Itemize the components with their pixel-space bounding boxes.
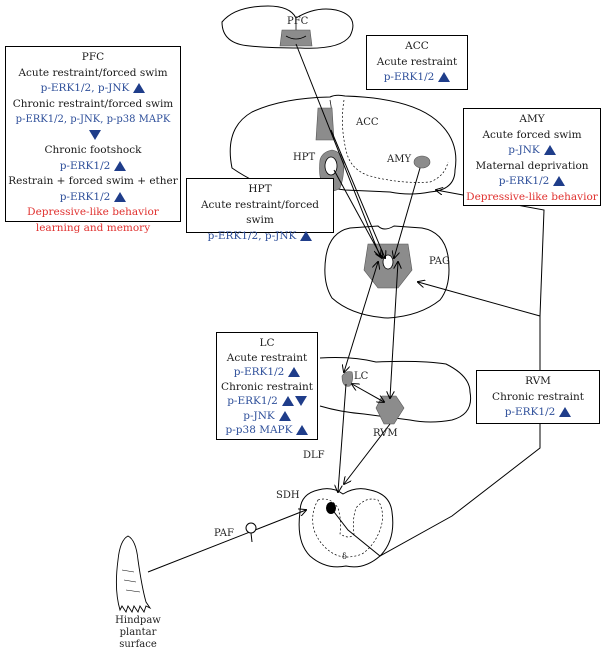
lc-box-marker: p-p38 MAPK — [219, 423, 315, 438]
acc-info-box: ACC Acute restraint p-ERK1/2 — [366, 35, 468, 90]
increase-triangle-icon — [296, 425, 309, 435]
label-hpt-region: HPT — [293, 152, 316, 163]
pfc-box-line: Restrain + forced swim + ether — [8, 175, 178, 187]
rvm-info-box: RVM Chronic restraint p-ERK1/2 — [476, 370, 600, 424]
label-dlf: DLF — [303, 450, 325, 461]
pfc-box-line: Acute restraint/forced swim — [18, 66, 168, 79]
label-amy-region: AMY — [387, 154, 412, 165]
pfc-box-title: PFC — [81, 51, 105, 63]
pfc-behavior-text: learning and memory — [35, 221, 151, 234]
label-delta: δ — [342, 552, 347, 561]
lc-box-title: LC — [259, 337, 275, 349]
amy-box-line: Acute forced swim — [482, 128, 582, 141]
label-lc-region: LC — [354, 371, 369, 382]
brainstem-section — [319, 357, 472, 425]
lc-box-marker: p-JNK — [219, 409, 315, 424]
brain-outline — [229, 94, 457, 195]
increase-triangle-icon — [553, 176, 566, 186]
connection-arrows — [295, 43, 545, 557]
decrease-triangle-icon — [89, 130, 101, 140]
pag-section — [324, 225, 450, 319]
lc-info-box: LC Acute restraint p-ERK1/2 Chronic rest… — [216, 332, 318, 440]
label-sdh: SDH — [276, 490, 300, 501]
hindpaw-illustration — [115, 535, 152, 614]
amy-box-marker: p-JNK — [466, 143, 598, 159]
pfc-box-line: Chronic restraint/forced swim — [12, 97, 174, 110]
increase-triangle-icon — [114, 160, 127, 171]
acc-box-marker: p-ERK1/2 — [369, 70, 465, 86]
pfc-section — [221, 5, 354, 49]
lc-box-line: Chronic restraint — [221, 380, 313, 393]
hpt-info-box: HPT Acute restraint/forced swim p-ERK1/2… — [186, 178, 334, 242]
increase-triangle-icon — [559, 407, 572, 417]
increase-triangle-icon — [281, 396, 294, 406]
lc-box-marker: p-ERK1/2 — [219, 394, 315, 409]
increase-triangle-icon — [278, 410, 291, 421]
acc-box-line: Acute restraint — [376, 55, 458, 68]
pfc-box-marker: p-ERK1/2 — [8, 159, 178, 175]
amy-behavior-text: Depressive-like behavior — [466, 190, 598, 203]
hpt-box-marker: p-ERK1/2, p-JNK — [189, 229, 331, 245]
decrease-triangle-icon — [294, 396, 307, 406]
amy-box-title: AMY — [519, 113, 545, 125]
pfc-box-line: Chronic footshock — [44, 144, 142, 156]
pfc-box-marker: p-ERK1/2, p-JNK, p-p38 MAPK — [8, 112, 178, 143]
hpt-box-line: Acute restraint/forced swim — [200, 198, 320, 227]
increase-triangle-icon — [438, 72, 451, 82]
label-pfc-region: PFC — [287, 16, 309, 27]
increase-triangle-icon — [300, 230, 313, 241]
increase-triangle-icon — [114, 191, 127, 202]
pfc-box-marker: p-ERK1/2, p-JNK — [8, 81, 178, 97]
increase-triangle-icon — [543, 145, 556, 155]
rvm-box-title: RVM — [525, 375, 551, 387]
label-rvm-region: RVM — [373, 428, 398, 439]
rvm-box-marker: p-ERK1/2 — [479, 405, 597, 421]
amy-info-box: AMY Acute forced swim p-JNK Maternal dep… — [463, 108, 601, 206]
increase-triangle-icon — [133, 83, 146, 93]
primary-afferent-fiber — [147, 510, 306, 573]
label-pag-region: PAG — [429, 256, 451, 267]
acc-box-title: ACC — [405, 40, 429, 52]
pfc-info-box: PFC Acute restraint/forced swim p-ERK1/2… — [5, 46, 181, 234]
drg-cell-body — [245, 522, 257, 534]
rvm-box-line: Chronic restraint — [492, 390, 584, 403]
label-paf: PAF — [214, 528, 234, 539]
pfc-box-marker: p-ERK1/2 — [8, 190, 178, 206]
increase-triangle-icon — [288, 367, 301, 377]
lc-box-line: Acute restraint — [226, 351, 308, 364]
amy-box-marker: p-ERK1/2 — [466, 174, 598, 190]
label-acc-region: ACC — [356, 117, 379, 128]
pfc-behavior-text: Depressive-like behavior — [27, 206, 159, 218]
lc-box-marker: p-ERK1/2 — [219, 365, 315, 380]
hpt-box-title: HPT — [248, 183, 272, 195]
amy-box-line: Maternal deprivation — [475, 159, 589, 172]
